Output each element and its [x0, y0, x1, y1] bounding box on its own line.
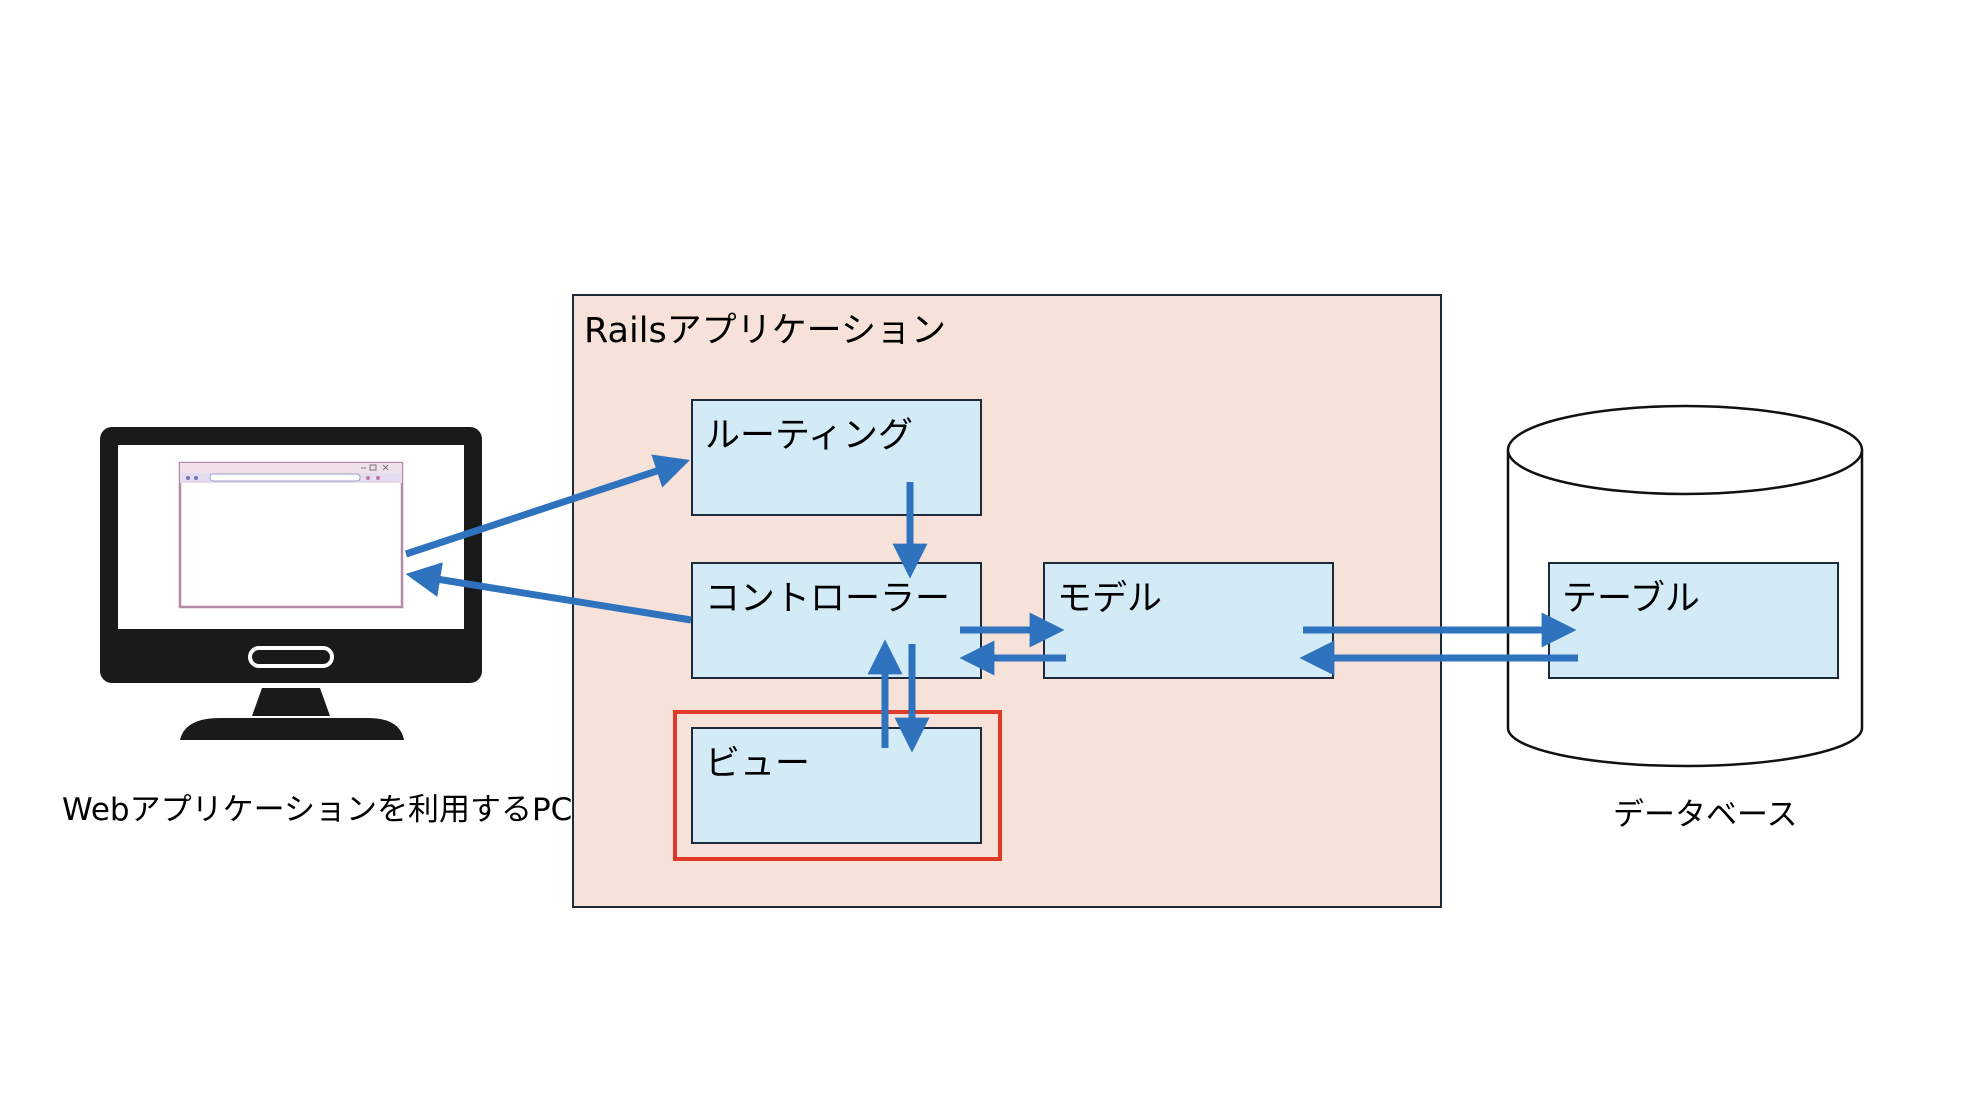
controller-label: コントローラー: [705, 579, 951, 619]
arrow-pc-to-routing: [404, 454, 690, 558]
table-box: テーブル: [1548, 562, 1839, 679]
model-label: モデル: [1057, 579, 1163, 619]
arrow-controller-to-pc: [405, 562, 692, 624]
routing-label: ルーティング: [705, 416, 913, 456]
database-caption: データベース: [1613, 797, 1798, 833]
rails-application-title: Railsアプリケーション: [584, 311, 946, 351]
browser-window-icon: [178, 461, 404, 609]
view-box: ビュー: [691, 727, 982, 844]
table-label: テーブル: [1562, 579, 1700, 619]
pc-caption: Webアプリケーションを利用するPC: [62, 792, 573, 828]
controller-box: コントローラー: [691, 562, 982, 679]
view-highlight-frame: [673, 710, 1002, 861]
view-label: ビュー: [705, 744, 811, 784]
model-box: モデル: [1043, 562, 1334, 679]
routing-box: ルーティング: [691, 399, 982, 516]
